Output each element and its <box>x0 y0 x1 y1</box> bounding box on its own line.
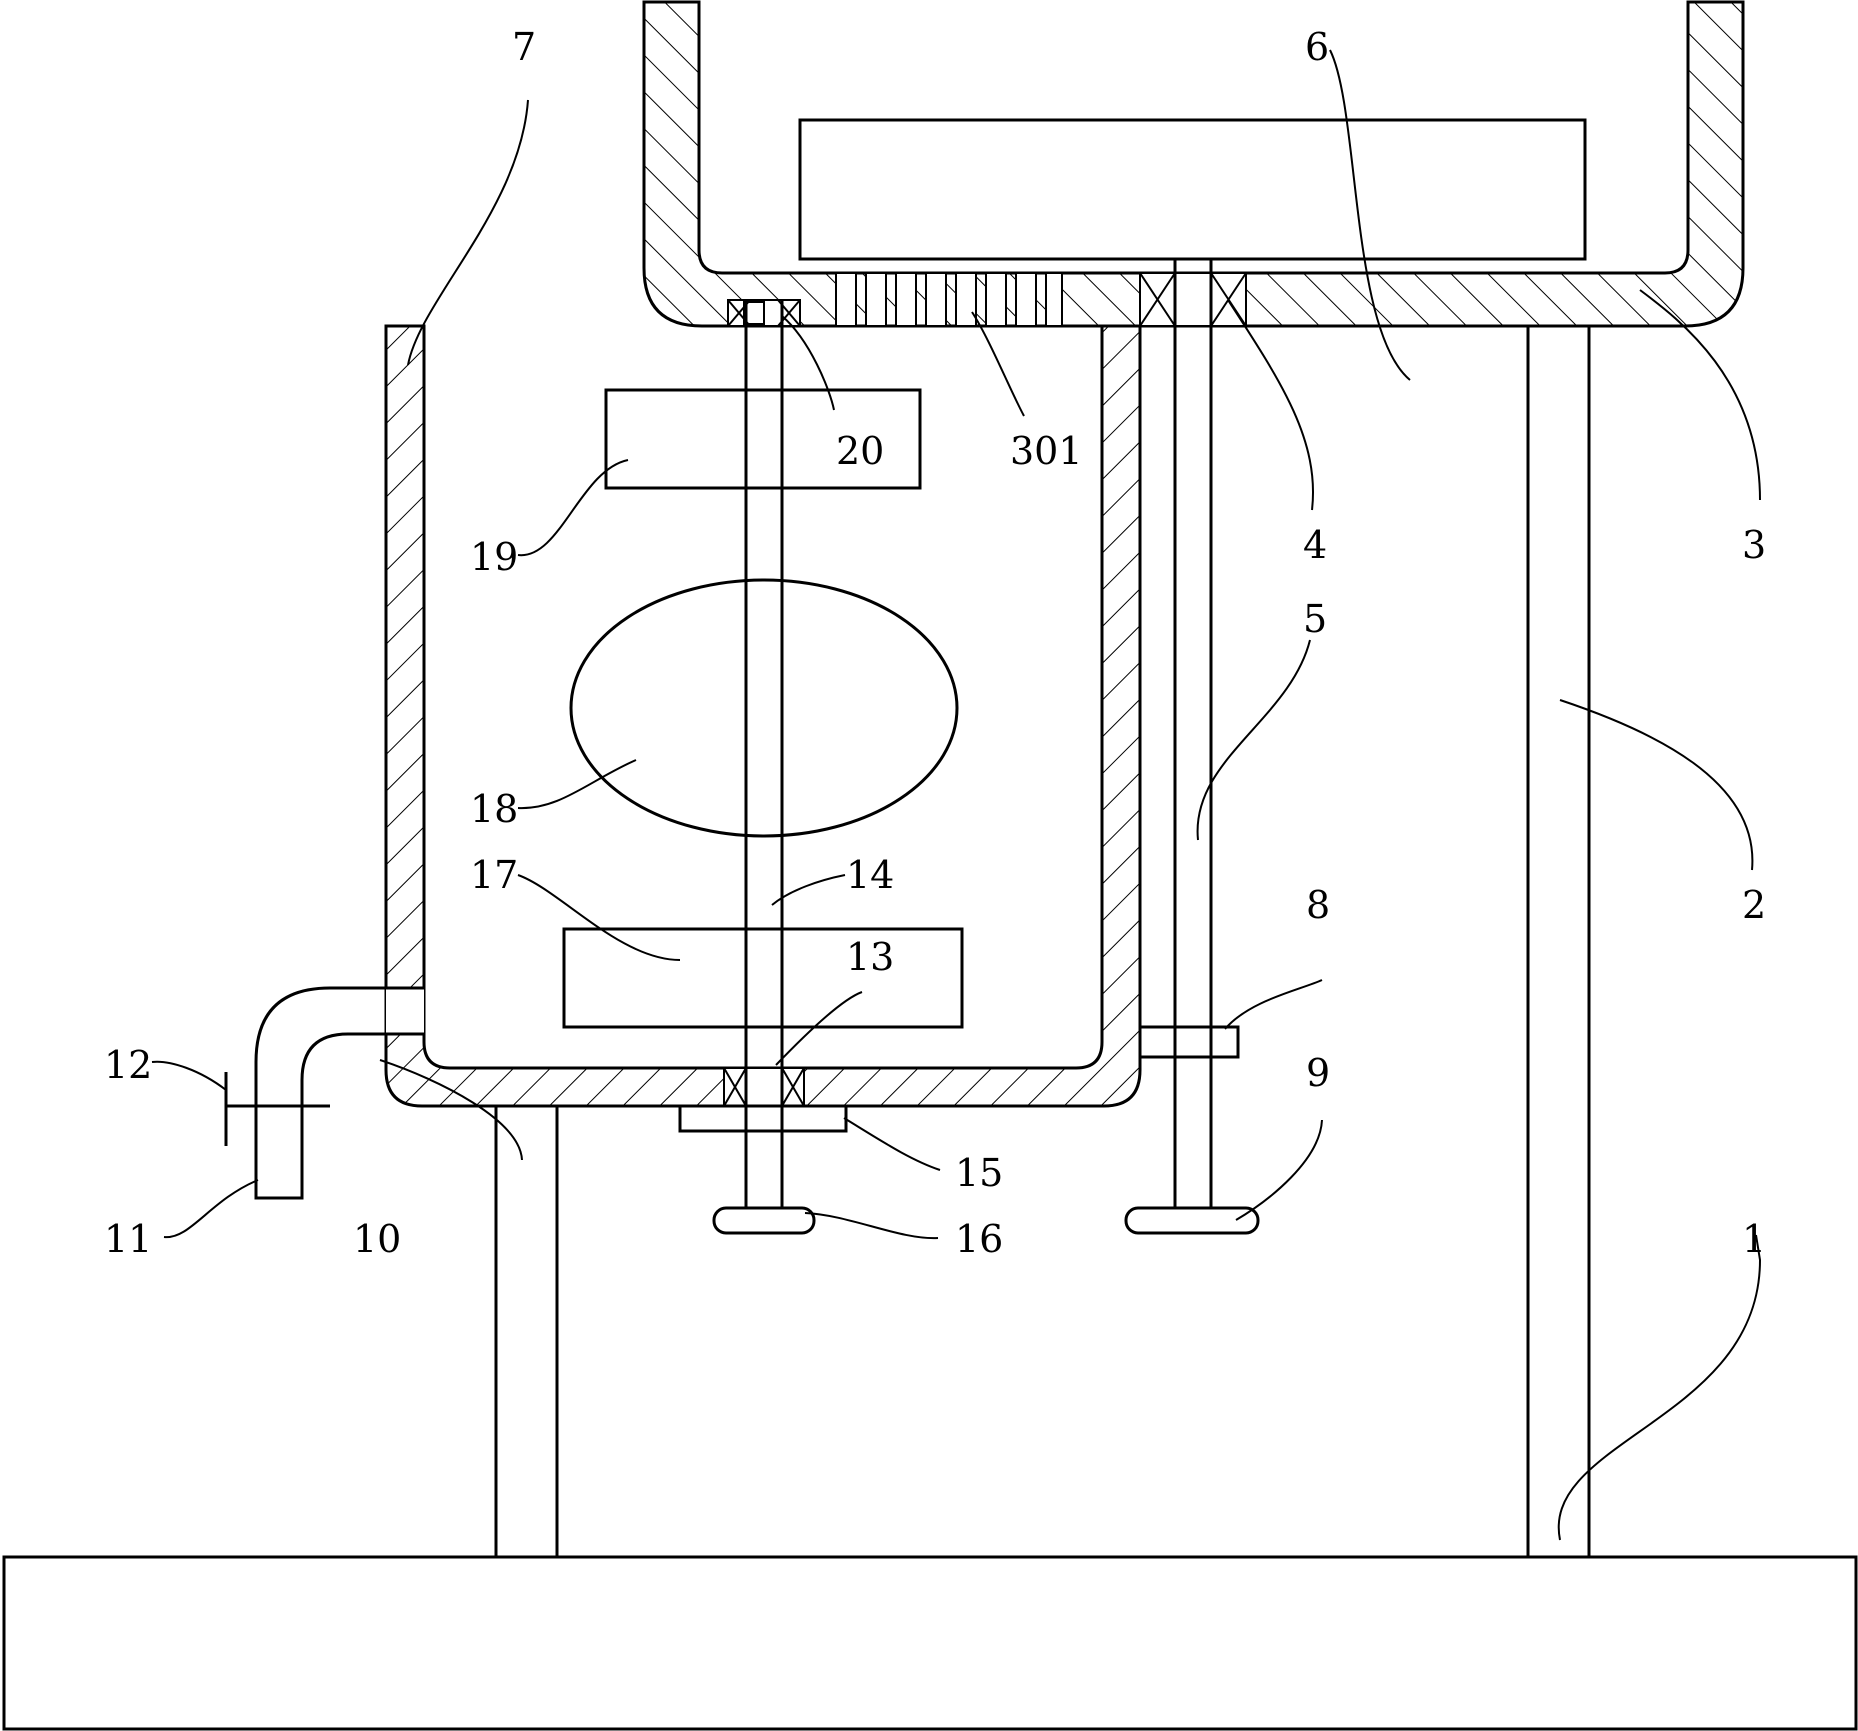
label-18: 18 <box>470 787 518 831</box>
label-16: 16 <box>955 1217 1003 1261</box>
shaft-14 <box>744 300 784 1208</box>
perforation-holes <box>835 272 1063 327</box>
cam-8 <box>1138 1025 1240 1059</box>
ellipse-18 <box>569 578 959 838</box>
plate-15 <box>678 1104 848 1133</box>
motor-6 <box>798 118 1587 261</box>
label-6: 6 <box>1305 25 1329 69</box>
label-10: 10 <box>353 1217 401 1261</box>
label-13: 13 <box>846 935 894 979</box>
label-17: 17 <box>470 853 518 897</box>
label-7: 7 <box>512 25 536 69</box>
label-9: 9 <box>1306 1051 1330 1095</box>
label-12: 12 <box>104 1043 152 1087</box>
bearing-4 <box>1139 272 1247 327</box>
label-20: 20 <box>836 429 884 473</box>
base-plate <box>2 1555 1858 1731</box>
outlet-pipe-11 <box>254 986 424 1200</box>
label-11: 11 <box>104 1217 152 1261</box>
label-301: 301 <box>1010 429 1083 473</box>
label-19: 19 <box>470 535 518 579</box>
bearing-13 <box>723 1067 805 1107</box>
leader-lines <box>151 49 1762 1541</box>
handle-16 <box>712 1206 816 1235</box>
label-3: 3 <box>1742 523 1766 567</box>
label-14: 14 <box>846 853 894 897</box>
label-4: 4 <box>1303 523 1327 567</box>
block-19 <box>604 388 922 490</box>
valve-12 <box>224 1072 330 1146</box>
shaft-5 <box>1173 259 1213 1208</box>
label-8: 8 <box>1306 883 1330 927</box>
block-17 <box>562 927 964 1029</box>
label-2: 2 <box>1742 883 1766 927</box>
left-column <box>494 1106 559 1557</box>
label-1: 1 <box>1742 1217 1766 1261</box>
right-column <box>1526 326 1591 1557</box>
label-5: 5 <box>1303 597 1327 641</box>
label-15: 15 <box>955 1151 1003 1195</box>
paddle-9 <box>1124 1206 1260 1235</box>
